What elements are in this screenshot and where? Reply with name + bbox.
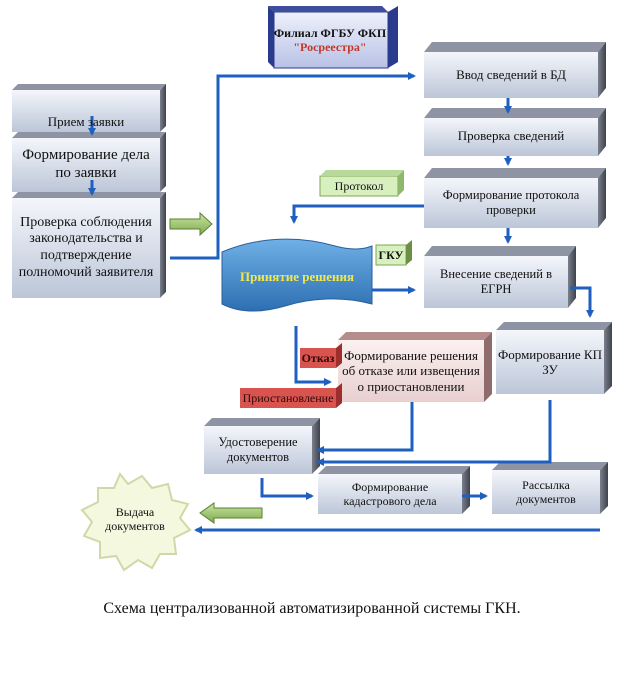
tag-suspension (240, 383, 342, 408)
tag-refusal (300, 343, 342, 368)
box-form-protocol (424, 168, 606, 228)
branch-box (268, 6, 398, 69)
issue-burst (80, 472, 192, 572)
tag-gku (375, 240, 412, 266)
box-check-law (12, 192, 166, 298)
box-input-db (424, 42, 606, 98)
box-mailing (492, 462, 608, 514)
tag-protocol (319, 170, 404, 197)
diagram-caption: Схема централизованной автоматизированно… (103, 600, 521, 617)
box-check-data (424, 108, 606, 156)
box-cadastral-case (318, 466, 470, 514)
flow-connectors (88, 72, 600, 534)
decision-shape (221, 238, 373, 312)
green-arrow-left (199, 502, 263, 524)
box-form-kp (496, 322, 612, 394)
box-refusal-decision (338, 332, 492, 402)
box-receive (12, 84, 166, 132)
box-enter-egrn (424, 246, 576, 308)
box-certify (204, 418, 320, 474)
box-form-case (12, 132, 166, 192)
green-arrow-right (169, 211, 213, 237)
